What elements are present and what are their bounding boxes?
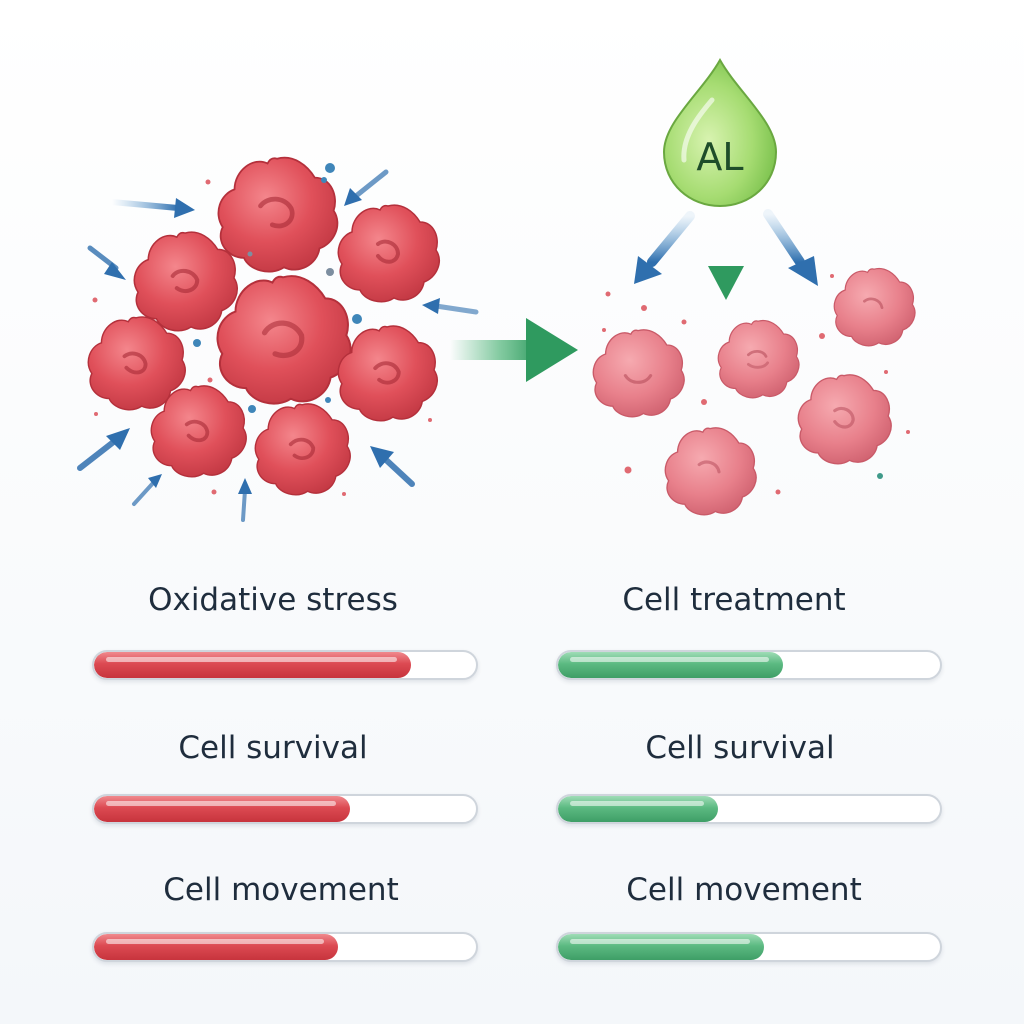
drop-label: AL [696,135,743,179]
arrow-right-icon [109,198,195,218]
cell-movement-treated-fill [558,934,765,960]
stress-droplets [92,163,432,496]
stressed-cell [216,275,352,405]
cell-treatment-bar [556,650,942,680]
cell-survival-treated-bar [556,794,942,824]
stressed-cell [87,316,186,411]
cell-survival-treated-fill [558,796,719,822]
metric-label-cell-survival-treated: Cell survival [645,730,835,766]
transition-arrow-icon [450,318,578,382]
stress-arrows [77,169,479,522]
metric-label-cell-survival: Cell survival [178,730,368,766]
cell-movement-bar [92,932,478,962]
stressed-cell [254,403,351,496]
arrow-up-icon [238,478,252,522]
stressed-cell [337,204,440,303]
metric-label-cell-treatment: Cell treatment [622,582,846,618]
stressed-cell [337,325,438,422]
treated-cell [797,374,892,465]
cell-treatment-fill [558,652,784,678]
stressed-cell-cluster [87,156,440,496]
treatment-specks [602,274,910,495]
cell-survival-bar [92,794,478,824]
oxidative-stress-fill [94,652,412,678]
oxidative-stress-bar [92,650,478,680]
arrow-down-icon [708,216,744,300]
treated-cell-cluster [592,267,916,516]
metric-label-oxidative-stress: Oxidative stress [148,582,398,618]
al-drop-icon: AL [662,57,778,208]
cell-movement-fill [94,934,339,960]
treated-cell [833,267,916,347]
arrow-down-left-icon [634,211,695,284]
arrow-left-icon [422,298,479,315]
stressed-cell [217,156,339,273]
cell-movement-treated-bar [556,932,942,962]
treated-cell [664,427,757,516]
cell-survival-fill [94,796,350,822]
metric-label-cell-movement-treated: Cell movement [626,872,862,908]
metric-label-cell-movement: Cell movement [163,872,399,908]
stressed-cell [150,385,247,478]
arrow-up-right-icon [132,474,162,506]
treatment-arrows [634,209,818,300]
stressed-cell [133,231,239,332]
cell-illustration: AL [77,57,916,522]
arrow-up-left-icon [370,446,415,487]
arrow-down-left-icon [344,169,389,206]
arrow-down-right-icon [763,209,818,286]
arrow-up-right-icon [77,428,130,471]
arrow-down-right-icon [87,245,126,280]
treated-cell [717,319,800,399]
treated-cell [592,329,685,418]
